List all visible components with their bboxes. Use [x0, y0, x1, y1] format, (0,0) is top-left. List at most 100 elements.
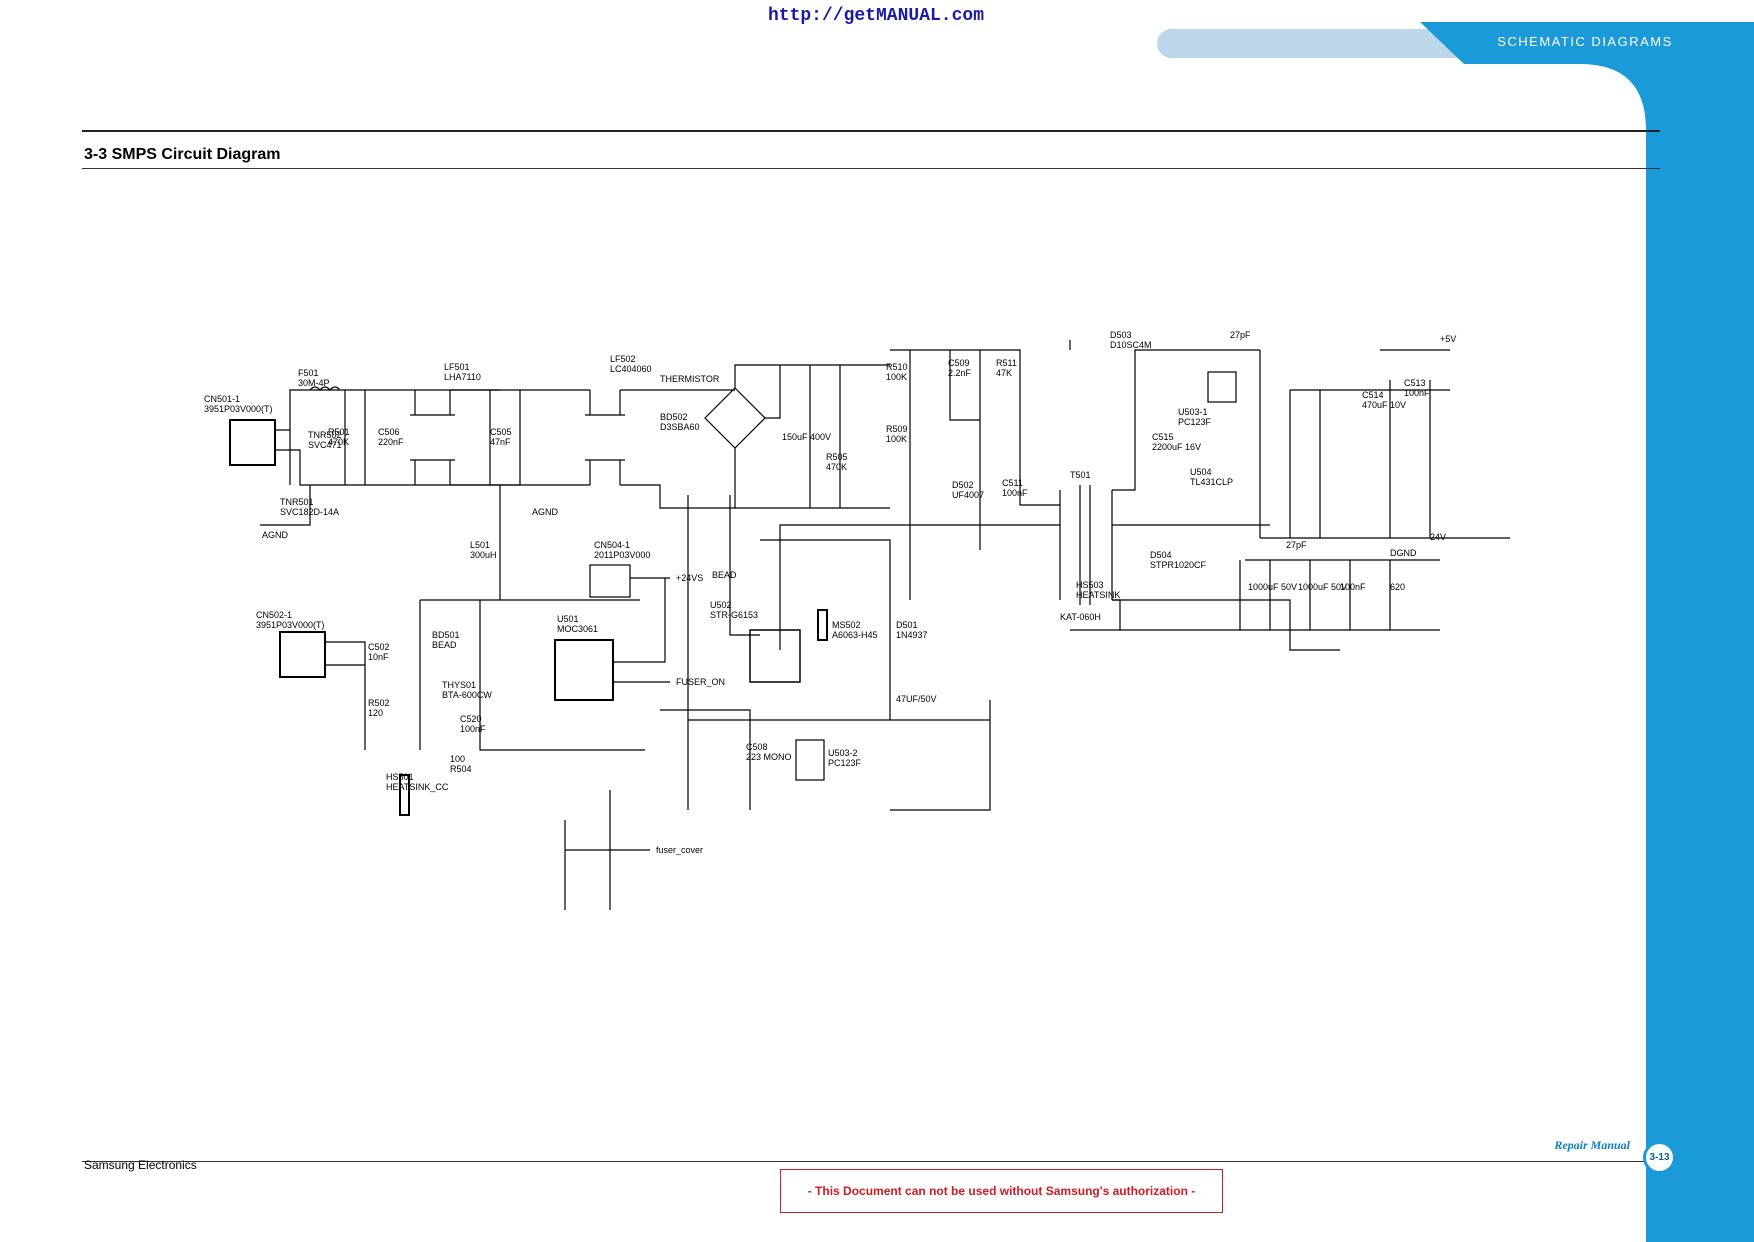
c509-value: 2.2nF [948, 368, 972, 378]
u503-1-opto [1207, 371, 1237, 403]
f501-value: 30M-4P [298, 378, 330, 388]
cn504-ref: CN504-1 [594, 540, 630, 550]
c516-value: 100nF [1340, 582, 1366, 592]
c514-ref: C514 [1362, 390, 1384, 400]
ms502-ref: MS502 [832, 620, 861, 630]
r502-value: 120 [368, 708, 383, 718]
l503-value: 27pF [1286, 540, 1307, 550]
page-title: 3-3 SMPS Circuit Diagram [84, 146, 281, 163]
hs501-value: HEATSINK_CC [386, 782, 449, 792]
c508-ref: C508 [746, 742, 768, 752]
c520-value: 100nF [460, 724, 486, 734]
tnr501-ref: TNR501 [280, 497, 314, 507]
lf501-value: LHA7110 [444, 372, 481, 382]
ths501-value: BTA-600CW [442, 690, 492, 700]
c505-ref: C505 [490, 427, 512, 437]
c520-ref: C520 [460, 714, 482, 724]
ms502-value: A6063-H45 [832, 630, 878, 640]
r504-ref: R504 [450, 764, 472, 774]
section-label: SCHEMATIC DIAGRAMS [1497, 34, 1673, 49]
d502-value: UF4007 [952, 490, 984, 500]
company-name: Samsung Electronics [84, 1158, 197, 1172]
l502-value: 27pF [1230, 330, 1251, 340]
cn502-ref: CN502-1 [256, 610, 292, 620]
bd502-value: D3SBA60 [660, 422, 700, 432]
r504-value: 100 [450, 754, 465, 764]
t501-transformer [1059, 485, 1113, 605]
title-rule [82, 168, 1660, 169]
c506-value: 220nF [378, 437, 404, 447]
l501-ref: L501 [470, 540, 490, 550]
u502-ref: U502 [710, 600, 732, 610]
cn501-part: 3951P03V000(T) [204, 404, 273, 414]
r502-ref: R502 [368, 698, 390, 708]
bd501-ref: BD501 [432, 630, 460, 640]
u503-2-ref: U503-2 [828, 748, 858, 758]
d504-value: STPR1020CF [1150, 560, 1207, 570]
top-rule [82, 130, 1660, 132]
l501-value: 300uH [470, 550, 497, 560]
bd504-label: BEAD [712, 570, 737, 580]
hs503-ref: HS503 [1076, 580, 1104, 590]
d501-value: 1N4937 [896, 630, 928, 640]
dgnd-label: DGND [1390, 548, 1417, 558]
smps-schematic: CN501-1 3951P03V000(T) F501 30M-4P TNR50… [204, 330, 1510, 910]
r501-c506-lines [344, 390, 366, 485]
u503-2-opto [795, 739, 825, 781]
d502-ref: D502 [952, 480, 974, 490]
lf502-choke [585, 390, 625, 485]
repair-manual-label: Repair Manual [1554, 1138, 1630, 1152]
r510-value: 100K [886, 372, 907, 382]
c506-ref: C506 [378, 427, 400, 437]
c507-value: 150uF 400V [782, 432, 831, 442]
f501-ref: F501 [298, 368, 319, 378]
r510-ref: R510 [886, 362, 908, 372]
r511-ref: R511 [996, 358, 1017, 368]
r511-value: 47K [996, 368, 1012, 378]
fuser-on-net: FUSER_ON [676, 677, 725, 687]
c510-value: 47UF/50V [896, 694, 937, 704]
plus24v-rail: 24V [1430, 532, 1446, 542]
c509-ref: C509 [948, 358, 970, 368]
cn501-connector [229, 419, 276, 466]
cn502-part: 3951P03V000(T) [256, 620, 325, 630]
header-band [1420, 22, 1754, 1242]
c514-value: 470uF 10V [1362, 400, 1406, 410]
hs503-value: HEATSINK [1076, 590, 1120, 600]
r501-ref: R501 [328, 427, 350, 437]
r505-value: 470K [826, 462, 847, 472]
bd502-ref: BD502 [660, 412, 688, 422]
c518-value: 1000uF 50V [1248, 582, 1297, 592]
cn504-connector [589, 564, 631, 598]
tnr502-ref: TNR502 [308, 430, 342, 440]
d503-value: D10SC4M [1110, 340, 1152, 350]
u501-value: MOC3061 [557, 624, 598, 634]
u501-optotriac [554, 639, 614, 701]
u504-value: TL431CLP [1190, 477, 1233, 487]
source-url[interactable]: http://getMANUAL.com [767, 6, 985, 26]
c515-ref: C515 [1152, 432, 1174, 442]
agnd-label: AGND [262, 530, 289, 540]
lf502-value: LC404060 [610, 364, 652, 374]
footer-rule [82, 1161, 1644, 1162]
r519-value: 620 [1390, 582, 1405, 592]
agnd-label-2: AGND [532, 507, 559, 517]
r509-value: 100K [886, 434, 907, 444]
ths501-ref: THYS01 [442, 680, 476, 690]
c505-value: 47nF [490, 437, 511, 447]
f501-fuse [309, 386, 341, 391]
c513-value: 100nF [1404, 388, 1430, 398]
c517-value: 1000uF 50V [1298, 582, 1347, 592]
d503-ref: D503 [1110, 330, 1132, 340]
u501-ref: U501 [557, 614, 579, 624]
c513-ref: C513 [1404, 378, 1426, 388]
d504-ref: D504 [1150, 550, 1172, 560]
u502-value: STR-G6153 [710, 610, 758, 620]
th501-value: THERMISTOR [660, 374, 720, 384]
r509-ref: R509 [886, 424, 908, 434]
tnr502-value: SVC471 [308, 440, 342, 450]
lf502-ref: LF502 [610, 354, 636, 364]
cn501-ref: CN501-1 [204, 394, 240, 404]
c511-value: 100nF [1002, 488, 1028, 498]
lf501-choke [410, 414, 455, 461]
